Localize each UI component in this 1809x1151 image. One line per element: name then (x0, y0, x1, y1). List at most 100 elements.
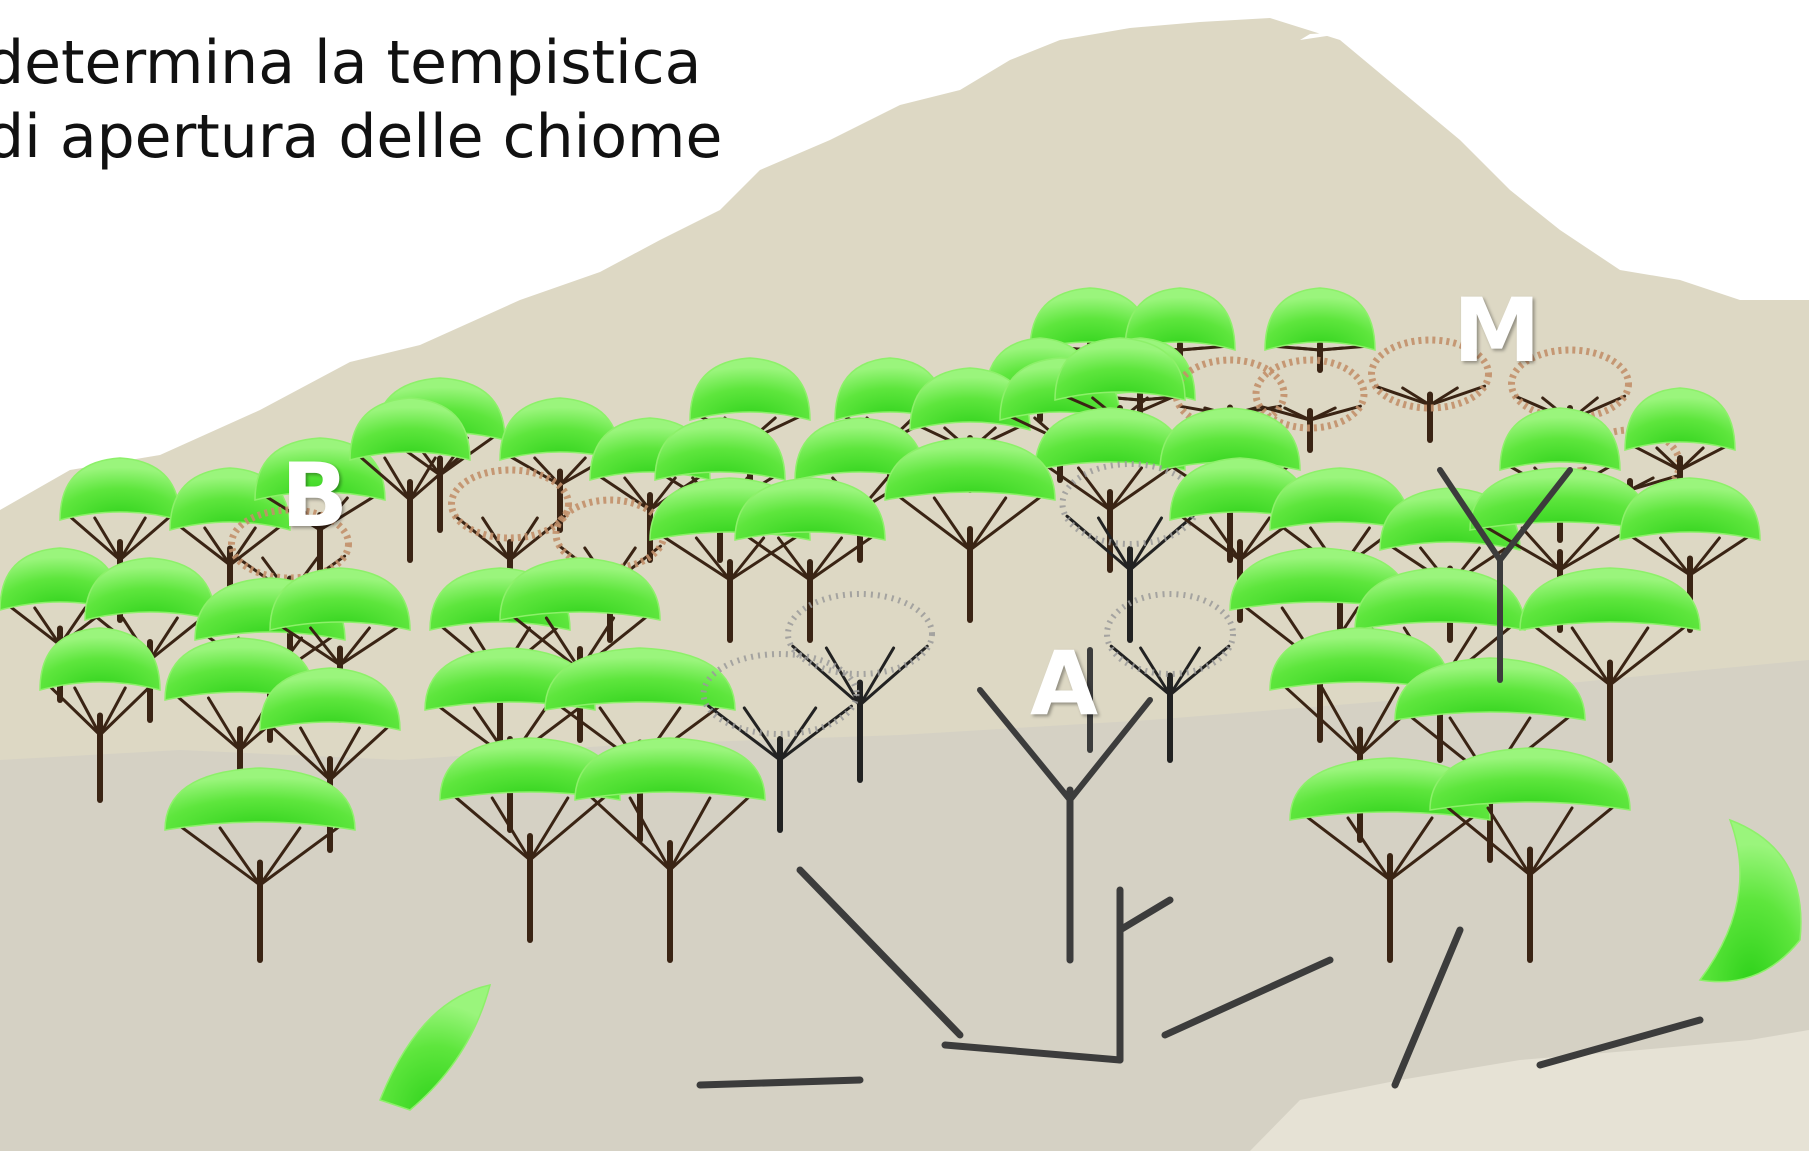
tree-branch (178, 824, 262, 887)
tree-branch (728, 534, 799, 582)
tree-branch (1688, 536, 1721, 577)
tree-branch (408, 456, 437, 502)
tree-branch (1608, 626, 1650, 687)
tree-branch (791, 644, 862, 707)
tree-branch (777, 536, 812, 582)
fallen-log (1536, 1016, 1704, 1069)
green-canopy (1034, 407, 1186, 471)
tree-branch (511, 614, 582, 672)
tree (574, 737, 766, 963)
green-canopy (1264, 287, 1376, 351)
tree (1054, 337, 1186, 463)
tree-branch (98, 684, 152, 737)
tree-branch (1168, 644, 1231, 697)
tree-branch (668, 796, 712, 872)
grey-canopy (1104, 591, 1236, 677)
tree-branch (1628, 474, 1678, 492)
green-canopy (734, 477, 886, 541)
tree-branch (1179, 514, 1242, 562)
green-canopy (794, 417, 926, 481)
tree-branch (897, 494, 972, 552)
tree-branch (1632, 444, 1682, 472)
tree-branch (1520, 526, 1562, 572)
tree (700, 651, 860, 833)
tree-branch (1655, 446, 1682, 472)
tree (884, 437, 1056, 623)
tree-branch (1486, 806, 1532, 877)
tree-branch (745, 534, 812, 582)
tree-branch (1178, 344, 1228, 352)
tree-branch (1097, 516, 1132, 572)
tree-branch (118, 516, 147, 562)
tree-branch (808, 536, 843, 582)
tree-branch (1528, 804, 1616, 877)
tree-branch (742, 706, 782, 762)
fallen-canopy (379, 984, 492, 1111)
tree-branch (1283, 406, 1312, 422)
tree-branch (33, 606, 62, 647)
green-canopy (1619, 477, 1761, 541)
caption-line-1: determina la tempistica (0, 28, 702, 98)
tree (1034, 407, 1186, 573)
tree-branch (558, 456, 587, 487)
tree-branch (1115, 396, 1142, 402)
tree-branch (1320, 686, 1362, 757)
tree-branch (258, 826, 302, 887)
tree-branch (175, 694, 242, 752)
tree-branch (383, 456, 412, 502)
tree-branch (623, 476, 652, 512)
tree-branch (453, 514, 512, 562)
fallen-canopy (1698, 818, 1802, 983)
fallen-log (941, 1041, 1124, 1064)
tree-branch (598, 474, 652, 512)
green-canopy (1469, 467, 1651, 531)
brown-canopy (1172, 356, 1288, 432)
tree-branch (408, 454, 462, 502)
green-canopy (689, 357, 811, 421)
tree-branch (178, 524, 232, 567)
tree-branch (648, 476, 677, 512)
tree-branch (1428, 384, 1487, 407)
tree-branch (48, 684, 102, 737)
brown-canopy (1508, 346, 1632, 422)
fallen-log (796, 866, 964, 1039)
green-canopy (1269, 627, 1451, 691)
green-canopy (1499, 407, 1621, 471)
tree-branch (1065, 514, 1132, 572)
tree-branch (1308, 404, 1362, 422)
tree-branch (778, 704, 853, 762)
tree-branch (707, 704, 782, 762)
zone-label-b: B (281, 444, 349, 547)
tree-branch (1209, 516, 1242, 562)
tree-branch (1358, 686, 1400, 757)
tree-branch (1688, 534, 1751, 577)
zone-label-a: A (1030, 632, 1099, 735)
tree (349, 397, 471, 563)
tree-branch (1318, 344, 1368, 352)
green-canopy (499, 557, 661, 621)
tree-group (0, 287, 1802, 1111)
foreground-slope (1250, 1030, 1809, 1151)
green-canopy (84, 557, 216, 621)
green-canopy (884, 437, 1056, 501)
caption-line-2: di apertura delle chiome (0, 102, 723, 172)
tree-branch (1608, 624, 1688, 687)
tree-branch (1168, 646, 1201, 697)
tree-branch (338, 624, 401, 667)
tree (1368, 336, 1492, 443)
tree-branch (1388, 814, 1476, 882)
tree-branch (207, 696, 242, 752)
tree-branch (1629, 534, 1692, 577)
tree-branch (1532, 624, 1612, 687)
grey-canopy (785, 591, 935, 677)
tree (164, 767, 356, 963)
tree-branch (338, 626, 371, 667)
tree-branch (203, 526, 232, 567)
green-canopy (499, 397, 621, 461)
brown-canopy (448, 466, 572, 542)
green-canopy (1394, 657, 1586, 721)
tree-branch (1258, 404, 1312, 422)
tree-branch (528, 794, 608, 862)
tree-branch (968, 494, 1043, 552)
